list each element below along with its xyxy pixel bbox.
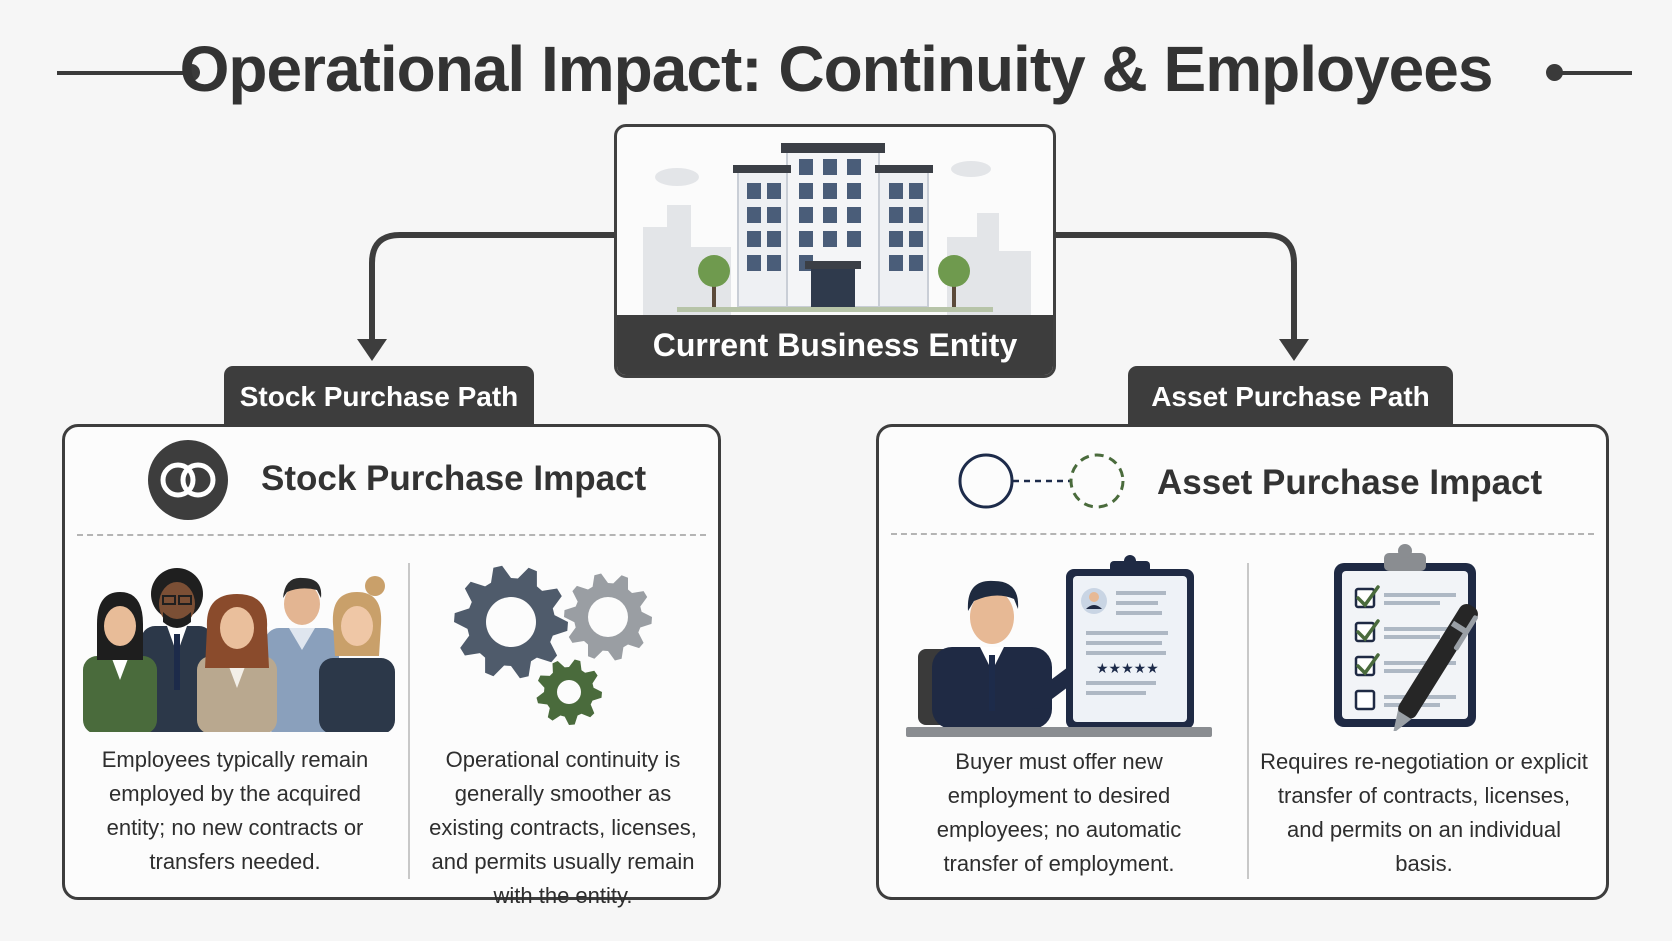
- stock-operations-text: Operational continuity is generally smoo…: [429, 747, 697, 908]
- stock-column-divider: [408, 563, 410, 879]
- gears-icon: [454, 565, 652, 725]
- arrowhead-stock: [357, 339, 387, 361]
- arrow-to-stock-path: [369, 232, 614, 345]
- svg-text:★★★★★: ★★★★★: [1096, 661, 1159, 677]
- asset-panel-divider: [891, 533, 1594, 535]
- arrow-to-asset-path: [1056, 232, 1297, 345]
- employees-group-icon: [83, 568, 395, 732]
- asset-operations-text: Requires re-negotiation or explicit tran…: [1260, 749, 1588, 876]
- asset-panel-title: Asset Purchase Impact: [1157, 463, 1543, 502]
- office-building-icon: [643, 143, 1031, 317]
- businessman-resume-icon: ★★★★★: [906, 555, 1212, 737]
- entity-label: Current Business Entity: [617, 315, 1053, 375]
- title-dot-right: [1546, 64, 1563, 81]
- page-title: Operational Impact: Continuity & Employe…: [179, 33, 1494, 105]
- linked-rings-icon: [148, 440, 228, 520]
- asset-employees-text: Buyer must offer new employment to desir…: [936, 749, 1182, 876]
- title-dot-left: [183, 64, 200, 81]
- stock-panel-title: Stock Purchase Impact: [261, 459, 647, 498]
- arrowhead-asset: [1279, 339, 1309, 361]
- checklist-pen-icon: [1334, 544, 1478, 731]
- asset-purchase-panel: Asset Purchase Impact ★★★★★: [876, 424, 1609, 900]
- current-business-entity: Current Business Entity: [614, 124, 1056, 378]
- stock-purchase-panel: Stock Purchase Impact: [62, 424, 721, 908]
- stock-purchase-path-tab: Stock Purchase Path: [224, 366, 534, 428]
- title-rule-right: [1555, 71, 1632, 75]
- asset-purchase-path-tab: Asset Purchase Path: [1128, 366, 1453, 428]
- stock-panel-divider: [77, 534, 706, 536]
- stock-employees-text: Employees typically remain employed by t…: [101, 747, 369, 874]
- asset-column-divider: [1247, 563, 1249, 879]
- title-rule-left: [57, 71, 189, 75]
- disconnected-circles-icon: [958, 453, 1125, 509]
